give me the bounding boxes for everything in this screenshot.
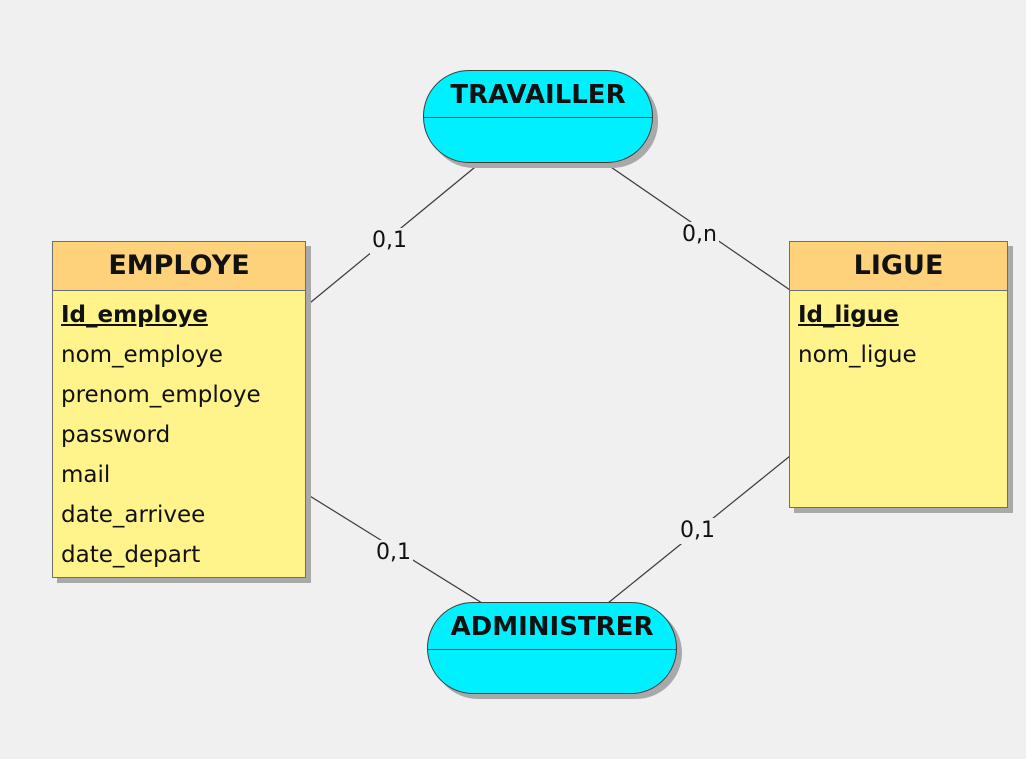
association-travailler-title: TRAVAILLER [424, 71, 652, 118]
attribute-id-ligue: Id_ligue [798, 302, 899, 328]
entity-employe-attributes: Id_employe nom_employe prenom_employe pa… [53, 291, 305, 575]
attribute-date-arrivee: date_arrivee [61, 502, 206, 528]
entity-ligue-attributes: Id_ligue nom_ligue [790, 291, 1007, 375]
entity-employe[interactable]: EMPLOYE Id_employe nom_employe prenom_em… [52, 241, 306, 578]
attribute-nom-ligue: nom_ligue [798, 342, 917, 368]
attribute-nom-employe: nom_employe [61, 342, 223, 368]
attribute-password: password [61, 422, 171, 448]
attribute-id-employe: Id_employe [61, 302, 208, 328]
association-administrer[interactable]: ADMINISTRER [427, 602, 677, 694]
cardinality-ligue-administrer: 0,1 [678, 518, 717, 544]
entity-employe-title: EMPLOYE [53, 242, 305, 291]
entity-ligue[interactable]: LIGUE Id_ligue nom_ligue [789, 241, 1008, 508]
association-administrer-title: ADMINISTRER [428, 603, 676, 650]
attribute-date-depart: date_depart [61, 542, 201, 568]
attribute-mail: mail [61, 462, 111, 488]
cardinality-employe-travailler: 0,1 [370, 228, 409, 254]
attribute-prenom-employe: prenom_employe [61, 382, 261, 408]
cardinality-employe-administrer: 0,1 [374, 540, 413, 566]
cardinality-travailler-ligue: 0,n [680, 222, 719, 248]
association-travailler[interactable]: TRAVAILLER [423, 70, 653, 163]
entity-ligue-title: LIGUE [790, 242, 1007, 291]
